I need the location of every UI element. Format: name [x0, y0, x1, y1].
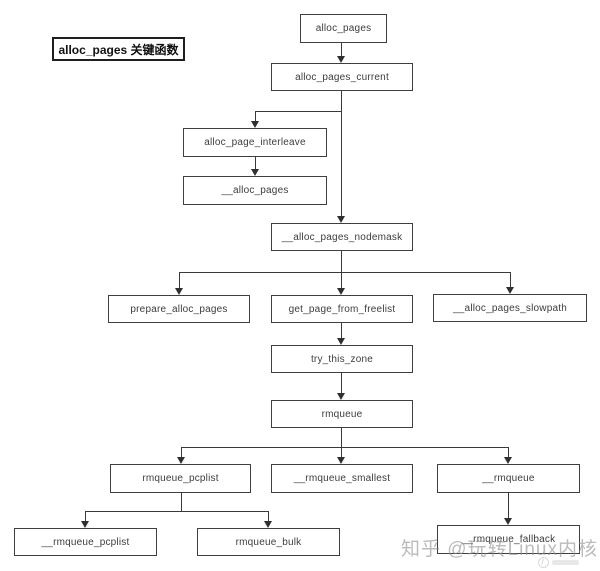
node-get-page-from-freelist: get_page_from_freelist [271, 295, 413, 323]
edge-line [341, 373, 342, 394]
arrowhead-down-icon [264, 521, 272, 528]
edge-line [255, 111, 342, 112]
edge-line [341, 91, 342, 217]
arrowhead-down-icon [251, 121, 259, 128]
diagram-title: alloc_pages 关键函数 [52, 37, 185, 61]
arrowhead-down-icon [175, 288, 183, 295]
arrowhead-down-icon [504, 518, 512, 525]
edge-line [255, 111, 256, 122]
node-rmqueue: rmqueue [271, 400, 413, 428]
node-prepare-alloc-pages: prepare_alloc_pages [108, 295, 250, 323]
edge-line [341, 447, 342, 458]
node-rmqueue-fallback: __rmqueue_fallback [437, 525, 580, 554]
edge-line [510, 272, 511, 288]
zhihu-watermark: 知乎 @玩转Linux内核 [401, 539, 598, 560]
arrowhead-down-icon [337, 288, 345, 295]
edge-line [341, 323, 342, 339]
arrowhead-down-icon [337, 457, 345, 464]
arrowhead-down-icon [81, 521, 89, 528]
arrowhead-down-icon [251, 169, 259, 176]
edge-line [181, 493, 182, 511]
edge-line [85, 511, 269, 512]
edge-line [179, 272, 180, 289]
edge-line [181, 447, 509, 448]
edge-line [179, 272, 511, 273]
tool-logo-text-blur [552, 560, 579, 565]
edge-line [508, 493, 509, 519]
arrowhead-down-icon [504, 457, 512, 464]
node-alloc-page-interleave: alloc_page_interleave [183, 128, 327, 157]
edge-line [341, 43, 342, 57]
arrowhead-down-icon [337, 216, 345, 223]
diagram-tool-logo-icon [538, 557, 579, 568]
edge-line [341, 428, 342, 447]
edge-line [508, 447, 509, 458]
edge-line [341, 251, 342, 272]
node-try-this-zone: try_this_zone [271, 345, 413, 373]
node-alloc-pages: alloc_pages [300, 14, 387, 43]
node-rmqueue-pcplist: rmqueue_pcplist [110, 464, 251, 493]
edge-line [255, 157, 256, 170]
edge-line [85, 511, 86, 522]
node-rmqueue-bulk: rmqueue_bulk [197, 528, 340, 556]
arrowhead-down-icon [506, 287, 514, 294]
tool-logo-circle-icon [538, 557, 549, 568]
node-alloc-pages-dunder: __alloc_pages [183, 176, 327, 205]
arrowhead-down-icon [337, 56, 345, 63]
edge-line [341, 272, 342, 289]
node-alloc-pages-nodemask: __alloc_pages_nodemask [271, 223, 413, 251]
edge-line [181, 447, 182, 458]
edge-line [268, 511, 269, 522]
node-rmqueue-pcplist-dunder: __rmqueue_pcplist [14, 528, 157, 556]
arrowhead-down-icon [177, 457, 185, 464]
node-alloc-pages-current: alloc_pages_current [271, 63, 413, 91]
node-rmqueue-dunder: __rmqueue [437, 464, 580, 493]
arrowhead-down-icon [337, 338, 345, 345]
node-rmqueue-smallest: __rmqueue_smallest [271, 464, 413, 493]
arrowhead-down-icon [337, 393, 345, 400]
node-alloc-pages-slowpath: __alloc_pages_slowpath [433, 294, 587, 322]
